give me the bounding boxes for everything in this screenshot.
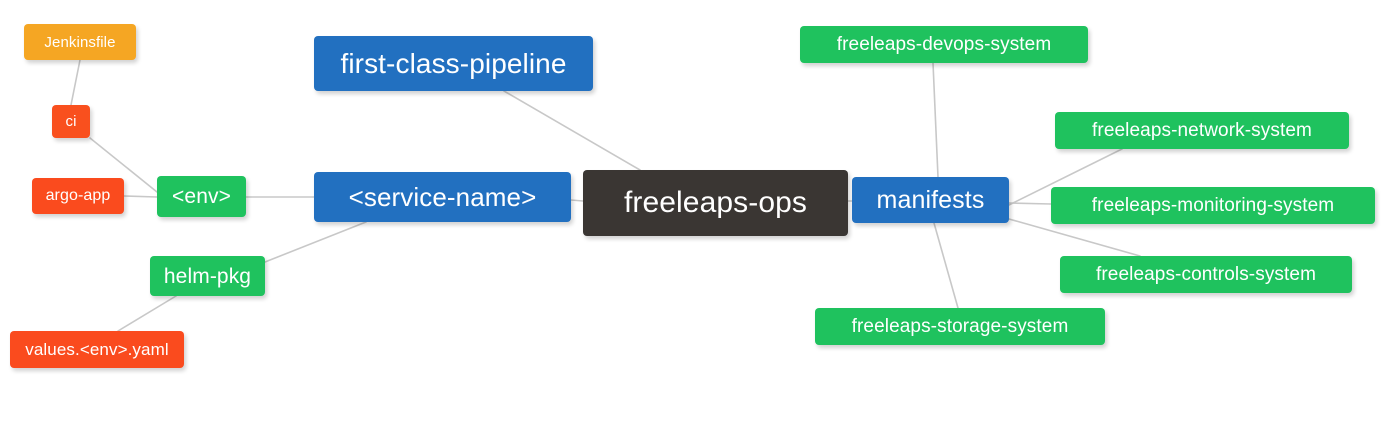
- edge-service-name-to-freeleaps-ops: [570, 199, 584, 202]
- node-label-freeleaps-monitoring-system: freeleaps-monitoring-system: [1091, 195, 1335, 216]
- node-label-manifests: manifests: [876, 185, 985, 214]
- node-env[interactable]: <env>: [157, 176, 246, 217]
- node-label-service-name: <service-name>: [348, 182, 537, 212]
- node-label-values-env-yaml: values.<env>.yaml: [25, 340, 169, 359]
- node-freeleaps-ops[interactable]: freeleaps-ops: [583, 170, 848, 236]
- edge-manifests-to-freeleaps-controls-system: [1008, 218, 1141, 257]
- node-freeleaps-storage-system[interactable]: freeleaps-storage-system: [815, 308, 1105, 345]
- edge-manifests-to-freeleaps-network-system: [1008, 148, 1123, 206]
- edge-first-class-pipeline-to-freeleaps-ops: [503, 90, 641, 171]
- node-values-env-yaml[interactable]: values.<env>.yaml: [10, 331, 184, 368]
- node-label-freeleaps-ops: freeleaps-ops: [623, 186, 808, 219]
- node-label-argo-app: argo-app: [45, 187, 111, 204]
- edge-helm-pkg-to-values-env-yaml: [117, 295, 177, 332]
- edge-ci-to-env: [89, 137, 158, 193]
- node-label-freeleaps-controls-system: freeleaps-controls-system: [1095, 264, 1317, 285]
- node-label-freeleaps-storage-system: freeleaps-storage-system: [851, 316, 1069, 337]
- node-freeleaps-network-system[interactable]: freeleaps-network-system: [1055, 112, 1349, 149]
- node-label-env: <env>: [172, 185, 231, 208]
- node-label-freeleaps-network-system: freeleaps-network-system: [1092, 120, 1312, 141]
- edge-service-name-to-helm-pkg: [264, 221, 367, 263]
- node-label-first-class-pipeline: first-class-pipeline: [340, 47, 567, 79]
- node-service-name[interactable]: <service-name>: [314, 172, 571, 222]
- node-freeleaps-controls-system[interactable]: freeleaps-controls-system: [1060, 256, 1352, 293]
- node-argo-app[interactable]: argo-app: [32, 178, 124, 214]
- node-label-freeleaps-devops-system: freeleaps-devops-system: [836, 34, 1052, 55]
- node-ci[interactable]: ci: [52, 105, 90, 138]
- edge-argo-app-to-env: [123, 195, 158, 198]
- node-label-ci: ci: [65, 113, 77, 130]
- node-helm-pkg[interactable]: helm-pkg: [150, 256, 265, 296]
- node-label-jenkinsfile: Jenkinsfile: [44, 33, 116, 51]
- edge-jenkinsfile-to-ci: [70, 59, 81, 106]
- node-manifests[interactable]: manifests: [852, 177, 1009, 223]
- edge-manifests-to-freeleaps-monitoring-system: [1008, 202, 1052, 205]
- edge-manifests-to-freeleaps-devops-system: [932, 62, 939, 178]
- node-first-class-pipeline[interactable]: first-class-pipeline: [314, 36, 593, 91]
- node-label-helm-pkg: helm-pkg: [163, 264, 252, 288]
- node-jenkinsfile[interactable]: Jenkinsfile: [24, 24, 136, 60]
- node-freeleaps-devops-system[interactable]: freeleaps-devops-system: [800, 26, 1088, 63]
- edge-manifests-to-freeleaps-storage-system: [933, 222, 959, 309]
- node-freeleaps-monitoring-system[interactable]: freeleaps-monitoring-system: [1051, 187, 1375, 224]
